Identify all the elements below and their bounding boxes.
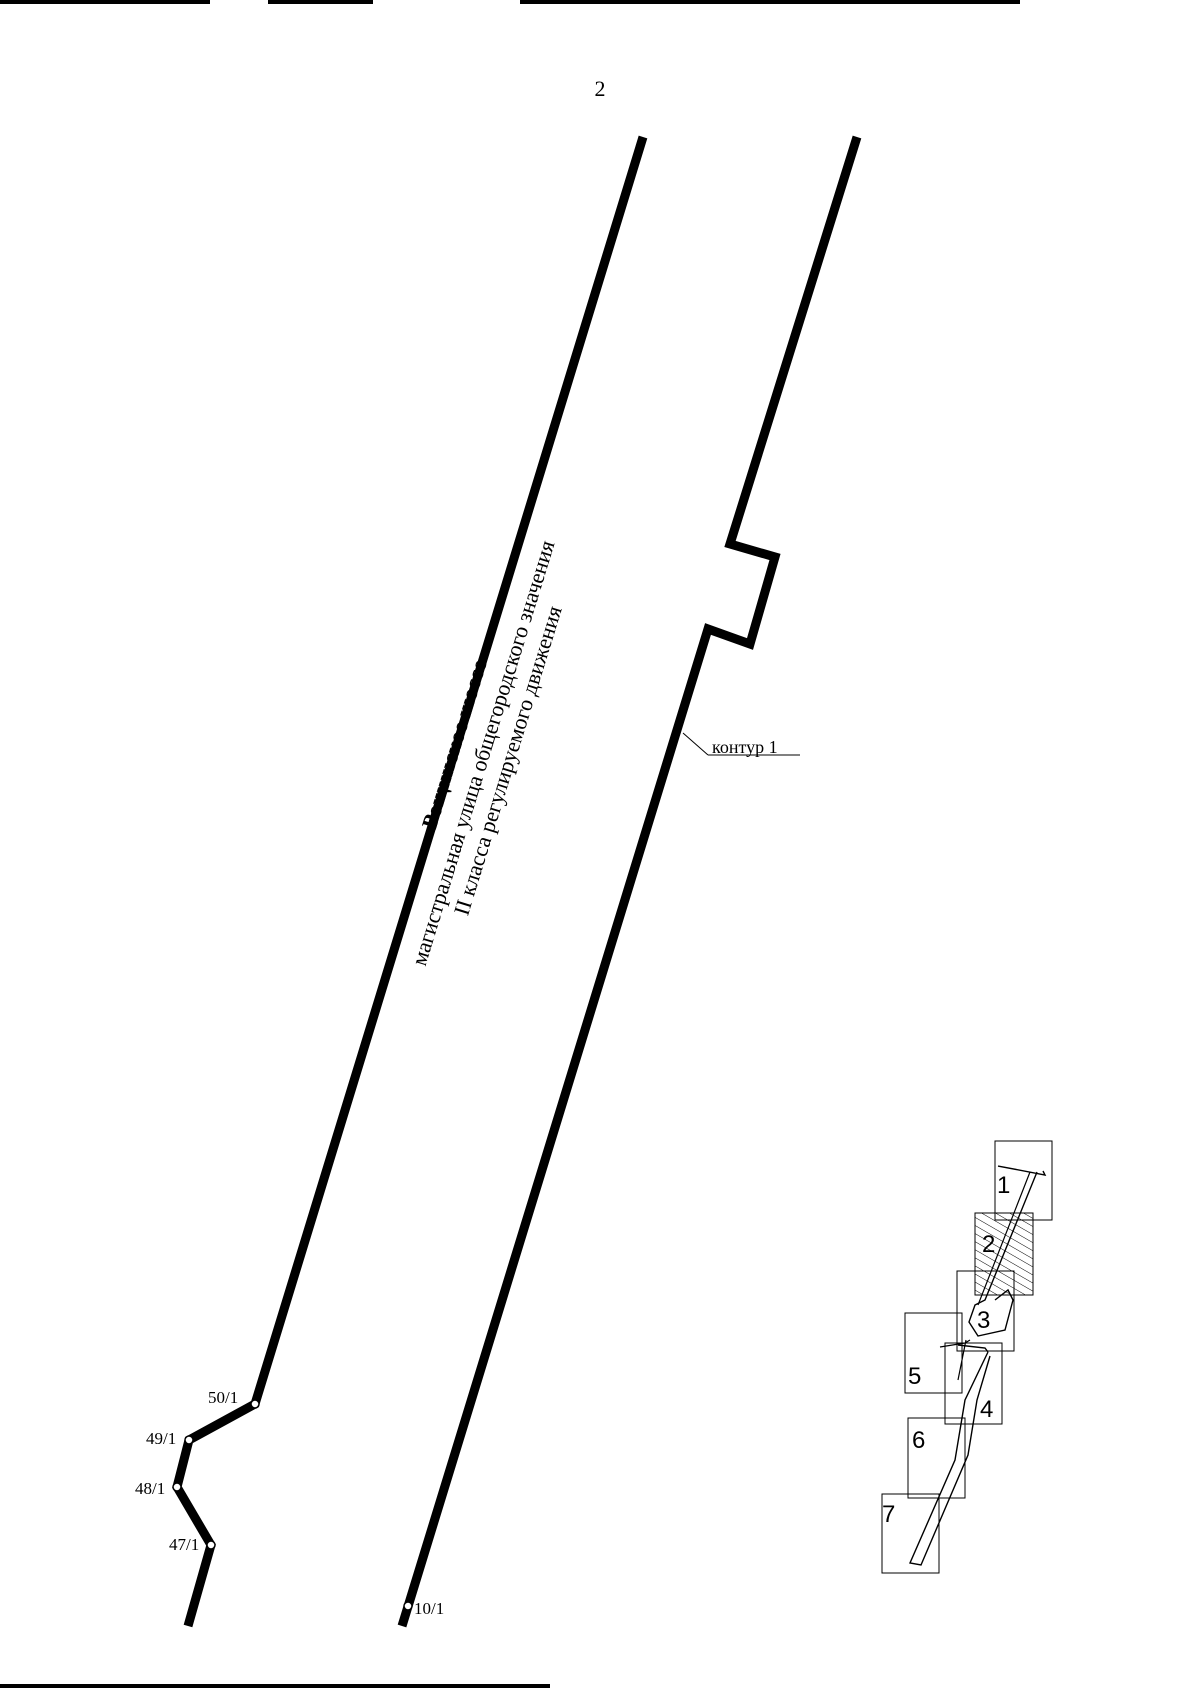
- contour-leader-line: [682, 732, 709, 756]
- index-sheet-number-6: 6: [912, 1427, 925, 1454]
- top-border-segment-left: [0, 0, 210, 4]
- point-48-1: [172, 1482, 182, 1492]
- top-border-segment-right: [520, 0, 1020, 4]
- point-label-49-1: 49/1: [146, 1429, 176, 1448]
- point-label-48-1: 48/1: [135, 1479, 165, 1498]
- point-10-1: [403, 1601, 413, 1611]
- index-sheet-number-3: 3: [977, 1307, 990, 1334]
- index-sheet-frame-7: [881, 1493, 940, 1574]
- index-road-outline: [909, 1165, 1047, 1566]
- bottom-border: [0, 1684, 550, 1688]
- point-47-1: [206, 1540, 216, 1550]
- page-number: 2: [594, 76, 606, 101]
- index-sheet-number-2: 2: [982, 1231, 995, 1258]
- point-label-10-1: 10/1: [414, 1599, 444, 1618]
- point-49-1: [184, 1435, 194, 1445]
- road-left-boundary: [172, 135, 648, 1628]
- point-label-47-1: 47/1: [169, 1535, 199, 1554]
- index-sheet-number-1: 1: [997, 1172, 1010, 1199]
- index-map: 1 2 3 4 5 6 7: [881, 1140, 1053, 1574]
- contour-label: контур 1: [712, 737, 778, 757]
- point-50-1: [250, 1399, 260, 1409]
- top-border-segment-mid: [268, 0, 373, 4]
- index-sheet-frame-6: [907, 1417, 966, 1499]
- street-description-line1: магистральная улица общегородского значе…: [406, 537, 559, 968]
- index-sheet-frame-5: [904, 1312, 963, 1394]
- index-sheet-frame-3: [956, 1270, 1015, 1352]
- point-label-50-1: 50/1: [208, 1388, 238, 1407]
- index-sheet-number-4: 4: [980, 1396, 993, 1423]
- index-road-outline-2: [939, 1171, 1031, 1381]
- survey-points: [172, 1399, 413, 1611]
- index-sheet-number-7: 7: [882, 1501, 895, 1528]
- road-right-boundary: [397, 135, 862, 1628]
- index-sheet-number-5: 5: [908, 1363, 921, 1390]
